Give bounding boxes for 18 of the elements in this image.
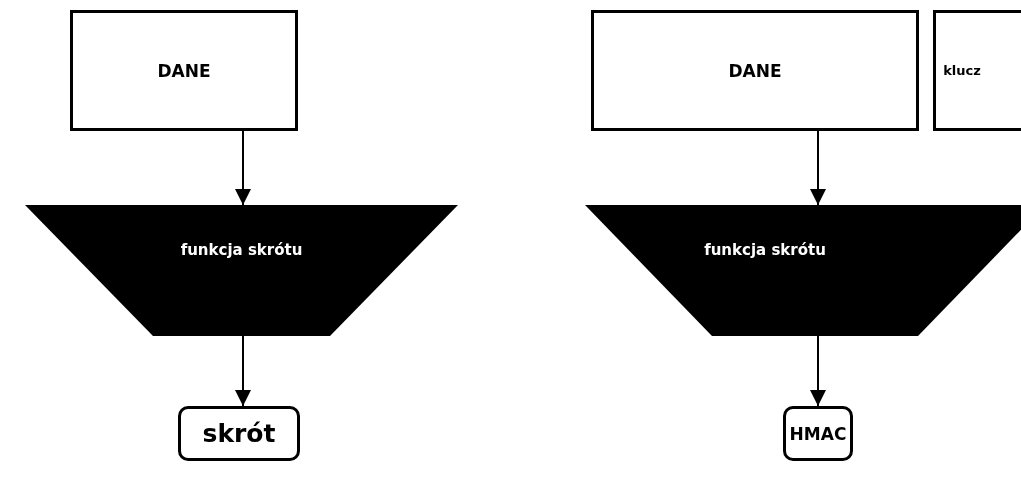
node-label: DANE [728,60,782,81]
arrow [810,130,826,206]
arrow [810,335,826,407]
node-label: HMAC [789,423,847,444]
arrow [235,335,251,407]
input-box [591,10,919,131]
node-label: funkcja skrótu [704,240,826,259]
node-label: funkcja skrótu [180,240,303,259]
output-box [783,406,853,461]
output-box [178,406,300,461]
node-label: DANE [157,60,211,81]
input-box [933,10,1021,131]
node-label: skrót [202,419,276,448]
trapezoid-block [585,205,1021,336]
input-box [70,10,298,131]
trapezoid-block [25,205,458,336]
node-label: klucz [943,63,981,78]
arrow [235,130,251,206]
